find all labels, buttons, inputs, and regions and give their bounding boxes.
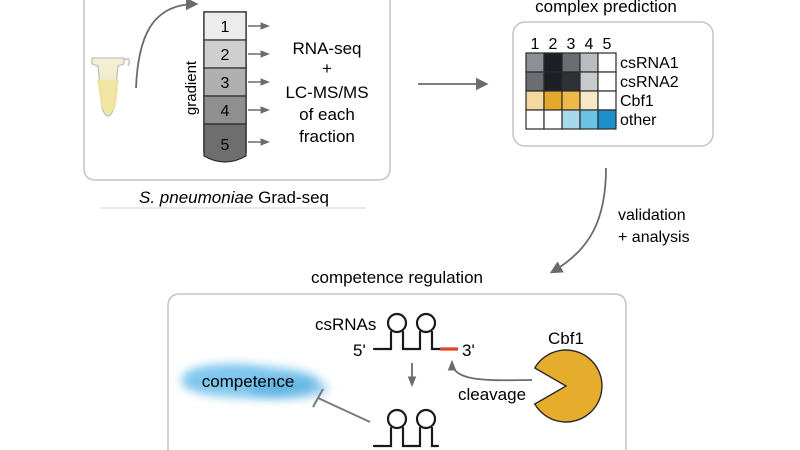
competence-cloud — [182, 365, 328, 398]
heatmap-row-label: other — [620, 112, 657, 129]
heatmap-cell — [525, 109, 545, 130]
cleavage-arrow — [447, 359, 533, 382]
heatmap-cell — [597, 71, 617, 92]
fraction-label-4: 4 — [221, 103, 230, 120]
fraction-cell-4 — [203, 95, 247, 125]
heatmap-row-label: csRNA2 — [620, 74, 679, 91]
cleavage-label: cleavage — [458, 385, 526, 404]
heatmap-cell — [543, 52, 563, 73]
csrna-processed — [372, 408, 440, 448]
heatmap-cell — [579, 52, 599, 73]
validation-line-1: validation — [618, 207, 686, 224]
csrna-full — [372, 312, 442, 351]
heatmap-cell — [579, 109, 599, 130]
method-line-4: of each — [299, 105, 355, 124]
competence-label: competence — [202, 372, 295, 391]
fraction-cell-3 — [203, 67, 247, 97]
gradseq-panel: gradient 1 2 3 4 5 RNA-seq + LC- — [83, 0, 391, 209]
heatmap-column-label: 3 — [567, 36, 576, 53]
heatmap-column-label: 5 — [603, 36, 612, 53]
inhibition-bar — [312, 388, 324, 408]
method-line-5: fraction — [299, 127, 355, 146]
fraction-label-3: 3 — [221, 75, 230, 92]
competence-title: competence regulation — [311, 268, 483, 287]
method-line-1: RNA-seq — [293, 39, 362, 58]
loading-arrow — [135, 0, 199, 89]
gradseq-caption: S. pneumoniae Grad-seq — [139, 188, 329, 207]
method-text: RNA-seq + LC-MS/MS of each fraction — [285, 39, 368, 146]
fraction-cell-5 — [203, 123, 247, 163]
validation-arrow — [549, 167, 607, 274]
method-line-3: LC-MS/MS — [285, 83, 368, 102]
heatmap-cell — [597, 90, 617, 111]
cbf1-label: Cbf1 — [548, 329, 584, 348]
cbf1-icon — [533, 349, 603, 423]
heatmap-cell — [525, 90, 545, 111]
heatmap-cell — [543, 71, 563, 92]
heatmap-row-label: Cbf1 — [620, 93, 654, 110]
heatmap-column-label: 1 — [531, 36, 540, 53]
csrnas-label: csRNAs — [315, 315, 376, 334]
heatmap-column-label: 4 — [585, 36, 594, 53]
heatmap-cell — [597, 109, 617, 130]
competence-box — [167, 293, 627, 450]
validation-line-2: + analysis — [618, 229, 690, 246]
fraction-label-2: 2 — [221, 47, 230, 64]
heatmap-cell — [561, 109, 581, 130]
heatmap-cell — [561, 90, 581, 111]
fraction-label-5: 5 — [221, 137, 230, 154]
fraction-column: 1 2 3 4 5 — [203, 11, 247, 163]
heatmap-cell — [561, 71, 581, 92]
fraction-label-1: 1 — [221, 19, 230, 36]
heatmap-cell — [525, 71, 545, 92]
heatmap-column-label: 2 — [549, 36, 558, 53]
heatmap-cell — [579, 90, 599, 111]
method-line-2: + — [322, 59, 332, 78]
three-prime-label: 3' — [462, 341, 475, 360]
heatmap-row-label: csRNA1 — [620, 55, 679, 72]
caption-method: Grad-seq — [253, 188, 329, 207]
caption-species: S. pneumoniae — [139, 188, 253, 207]
heatmap-cell — [543, 90, 563, 111]
heatmap-cell — [579, 71, 599, 92]
heatmap-cell — [561, 52, 581, 73]
prediction-title: complex prediction — [535, 0, 677, 16]
five-prime-label: 5' — [353, 341, 366, 360]
heatmap-cell — [543, 109, 563, 130]
inhibition-line — [317, 397, 371, 423]
tube-icon — [91, 57, 131, 117]
heatmap-cell — [525, 52, 545, 73]
gradient-label: gradient — [183, 60, 200, 115]
fraction-arrows — [248, 22, 270, 146]
competence-panel: competence regulation competence csRNAs … — [167, 268, 627, 450]
heatmap-cell — [597, 52, 617, 73]
heatmap — [525, 52, 617, 130]
